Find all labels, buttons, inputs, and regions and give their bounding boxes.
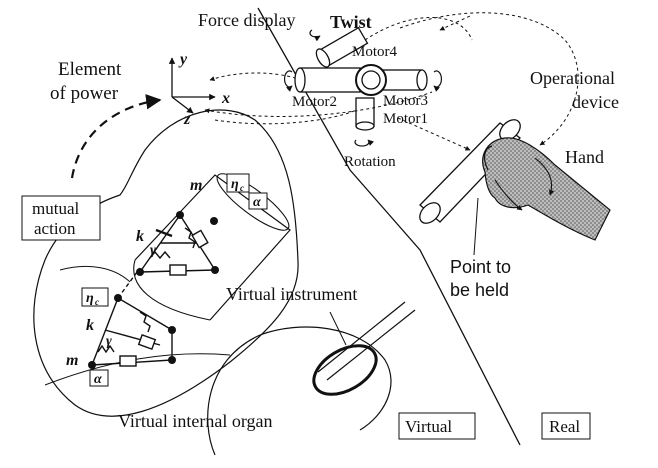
axis-y-label: y: [178, 51, 188, 68]
upper-spring-network: [139, 214, 216, 276]
force-display-label: Force display: [198, 10, 295, 30]
grip-motion-arrow: [494, 179, 523, 211]
twist-label: Twist: [330, 12, 372, 32]
motor3-label: Motor3: [383, 93, 428, 109]
eta-sub-lower: c: [95, 297, 99, 307]
coordinate-axes: [168, 57, 216, 114]
operational-device-label-2: device: [572, 92, 619, 112]
lower-masses: [88, 294, 176, 369]
power-dashed-arrow: [70, 94, 162, 179]
eta-symbol-upper: η: [231, 177, 239, 192]
real-box-label: Real: [549, 417, 580, 436]
hand-shape: [482, 137, 611, 241]
element-of-power-label-1: Element: [58, 59, 122, 80]
eta-sub-upper: c: [240, 183, 244, 193]
virtual-internal-organ-label: Virtual internal organ: [118, 411, 273, 431]
virtual-instrument-shaft: [326, 309, 416, 381]
motor2-label: Motor2: [292, 94, 337, 110]
motor-assembly: [294, 26, 428, 131]
virtual-box-label: Virtual: [405, 417, 452, 436]
virtual-instrument-ring: [312, 344, 378, 396]
dotted-connectors: [204, 12, 579, 151]
axis-z-label: z: [183, 111, 191, 128]
motor1-label: Motor1: [383, 111, 428, 127]
internal-organ-region: [207, 326, 392, 456]
element-of-power-label-2: of power: [50, 83, 119, 104]
alpha-symbol-upper: α: [253, 195, 261, 210]
damper-symbol-upper: γ: [150, 243, 156, 258]
alpha-symbol-lower: α: [94, 372, 102, 387]
lower-spring-network: [91, 267, 173, 367]
organ-inner-curve-2: [59, 265, 131, 283]
damper-symbol-lower: γ: [106, 334, 112, 349]
spring-symbol-upper: k: [136, 228, 144, 245]
point-to-be-held-label-2: be held: [450, 280, 509, 300]
mutual-action-label-1: mutual: [32, 199, 79, 218]
hand-label: Hand: [565, 147, 604, 167]
label-boxes: [21, 173, 591, 440]
upper-masses: [136, 211, 219, 276]
point-to-be-held-label-1: Point to: [450, 257, 511, 277]
virtual-instrument-label: Virtual instrument: [226, 284, 357, 304]
organ-inner-curve: [44, 353, 231, 386]
operational-device-label-1: Operational: [530, 68, 615, 88]
organ-outline: [33, 109, 299, 417]
rotation-label: Rotation: [344, 154, 396, 170]
mass-symbol-lower: m: [66, 352, 78, 369]
spring-symbol-lower: k: [86, 317, 94, 334]
axis-x-label: x: [221, 90, 230, 107]
hand-motion-arrow: [534, 157, 555, 196]
motor4-label: Motor4: [352, 44, 398, 60]
point-to-held-leader: [473, 197, 479, 256]
eta-symbol-lower: η: [86, 291, 94, 306]
motor-rotation-arrows: [284, 29, 442, 147]
mass-symbol-upper: m: [190, 177, 202, 194]
mutual-action-label-2: action: [34, 219, 76, 238]
